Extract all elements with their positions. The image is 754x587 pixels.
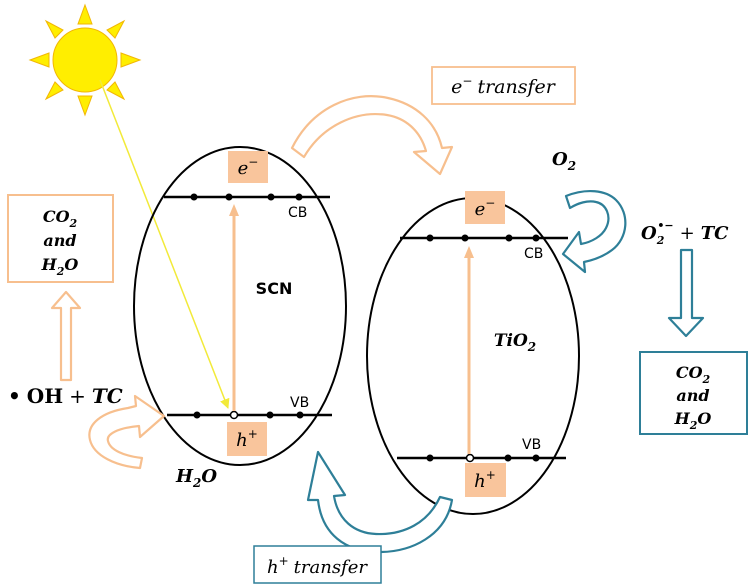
scn-electron-label: e−	[238, 155, 259, 179]
h-transfer-box	[253, 545, 382, 584]
o2-reduction-arrow	[561, 190, 627, 274]
tio2-hole-box	[465, 463, 506, 497]
right-product-box	[639, 351, 748, 435]
scn-hole-box	[227, 422, 267, 456]
up-arrow-left	[50, 290, 82, 382]
left-product-box	[7, 194, 114, 283]
right-product-line3: H2O	[674, 409, 712, 432]
scn-cb-dots	[190, 193, 303, 201]
tio2-hole-label: h+	[474, 468, 496, 492]
scn-electron-box	[228, 151, 268, 183]
right-product-line1: CO2	[676, 363, 711, 386]
tio2-cb-label: CB	[524, 246, 543, 262]
h2o-oxidation-arrow	[88, 394, 166, 470]
scn-particle	[133, 146, 347, 466]
e-transfer-arrow	[290, 95, 454, 176]
h-transfer-arrow	[306, 450, 454, 554]
right-product-line2: and	[676, 386, 709, 405]
tio2-electron-label: e−	[475, 196, 496, 220]
scn-label: SCN	[256, 279, 293, 298]
left-product-line1: CO2	[43, 207, 78, 230]
scn-hole-label: h+	[236, 427, 258, 451]
tio2-cb-dots	[426, 234, 540, 242]
left-product-line2: and	[43, 231, 76, 250]
superoxide-reaction: O2•−+TC	[641, 219, 729, 247]
o2-label: O2	[552, 149, 576, 173]
tio2-electron-box	[465, 191, 505, 224]
sun-icon	[28, 3, 142, 117]
light-beam	[99, 79, 230, 409]
scn-vb-dots	[193, 410, 304, 420]
e-transfer-box	[431, 66, 576, 105]
tio2-label: TiO2	[494, 331, 536, 354]
hydroxyl-reaction: •OH+TC	[8, 384, 123, 408]
h2o-label: H2O	[175, 466, 217, 490]
tio2-vb-label: VB	[522, 437, 541, 453]
e-transfer-label: e−transfer	[451, 74, 557, 98]
down-arrow-right	[667, 248, 705, 338]
scn-vb-label: VB	[290, 395, 309, 411]
left-product-line3: H2O	[41, 255, 79, 278]
scn-cb-label: CB	[288, 205, 307, 221]
tio2-vb-dots	[426, 453, 540, 463]
h-transfer-label: h+transfer	[267, 554, 368, 578]
